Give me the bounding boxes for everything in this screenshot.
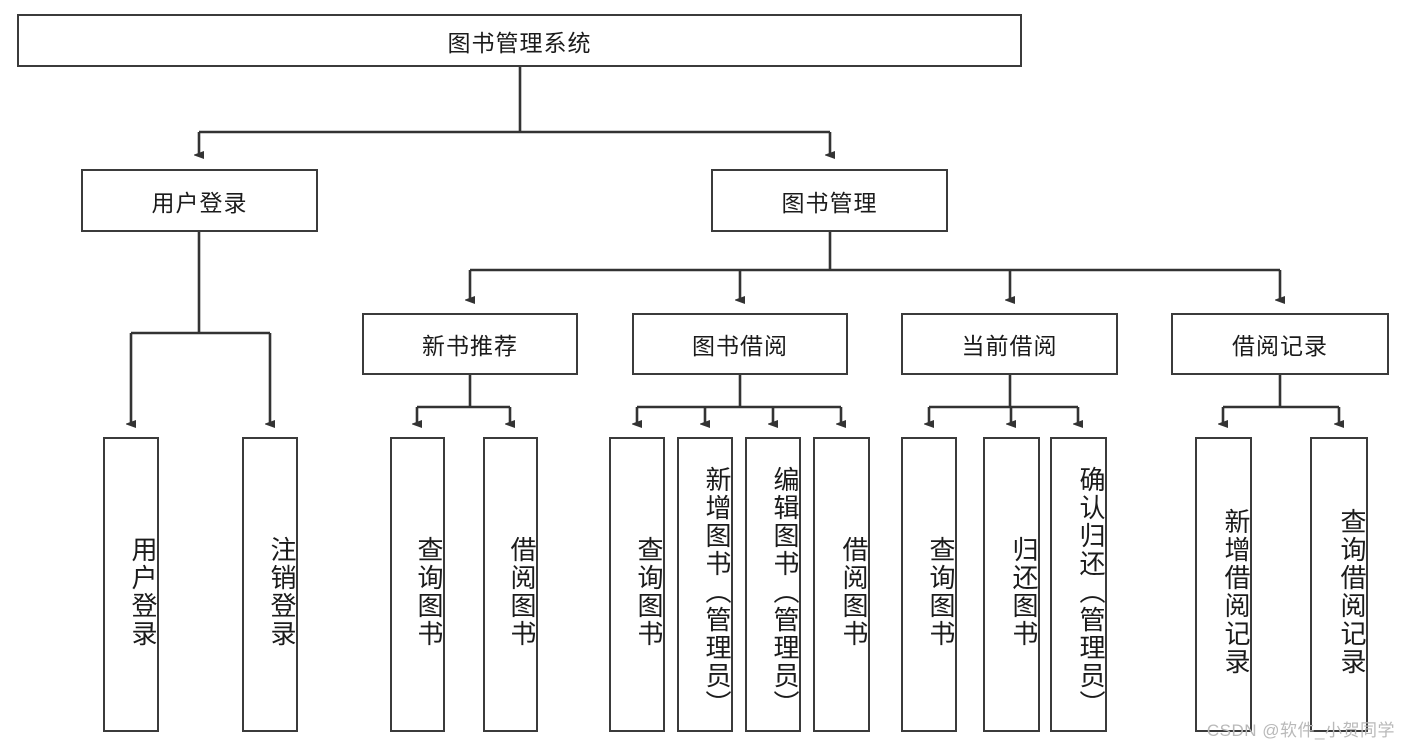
node-leaf-add-record-label: 新增借阅记录: [1221, 507, 1251, 676]
node-borrow-record[interactable]: 借阅记录: [1171, 313, 1389, 375]
node-leaf-query-book-1[interactable]: 查询图书: [390, 437, 445, 732]
node-root-label: 图书管理系统: [447, 29, 592, 56]
node-user-login-label: 用户登录: [151, 189, 248, 216]
node-leaf-return-book[interactable]: 归还图书: [983, 437, 1040, 732]
node-book-manage[interactable]: 图书管理: [711, 169, 948, 232]
node-current-borrow-label: 当前借阅: [961, 333, 1058, 359]
node-leaf-return-book-label: 归还图书: [1009, 535, 1039, 648]
node-leaf-query-book-2[interactable]: 查询图书: [609, 437, 665, 732]
node-borrow-record-label: 借阅记录: [1232, 333, 1328, 359]
node-leaf-user-logout[interactable]: 注销登录: [242, 437, 298, 732]
node-leaf-borrow-book-1-label: 借阅图书: [507, 535, 537, 648]
node-new-book-recommend[interactable]: 新书推荐: [362, 313, 578, 375]
node-leaf-edit-book-label: 编辑图书（管理员）: [770, 465, 800, 718]
node-leaf-borrow-book-2-label: 借阅图书: [839, 535, 869, 648]
node-leaf-borrow-book-1[interactable]: 借阅图书: [483, 437, 538, 732]
node-leaf-add-book[interactable]: 新增图书（管理员）: [677, 437, 733, 732]
node-leaf-add-record[interactable]: 新增借阅记录: [1195, 437, 1252, 732]
node-leaf-confirm-return[interactable]: 确认归还（管理员）: [1050, 437, 1107, 732]
node-book-borrow[interactable]: 图书借阅: [632, 313, 848, 375]
node-leaf-query-book-3-label: 查询图书: [926, 535, 956, 648]
node-leaf-user-login-label: 用户登录: [128, 535, 158, 648]
node-leaf-query-book-2-label: 查询图书: [634, 535, 664, 648]
node-leaf-edit-book[interactable]: 编辑图书（管理员）: [745, 437, 801, 732]
node-leaf-query-book-3[interactable]: 查询图书: [901, 437, 957, 732]
node-leaf-query-record[interactable]: 查询借阅记录: [1310, 437, 1368, 732]
node-leaf-query-record-label: 查询借阅记录: [1337, 507, 1367, 676]
node-leaf-borrow-book-2[interactable]: 借阅图书: [813, 437, 870, 732]
node-leaf-user-logout-label: 注销登录: [267, 535, 297, 648]
node-leaf-query-book-1-label: 查询图书: [414, 535, 444, 648]
node-new-book-recommend-label: 新书推荐: [422, 333, 518, 359]
node-book-manage-label: 图书管理: [781, 189, 878, 216]
node-leaf-add-book-label: 新增图书（管理员）: [702, 465, 732, 718]
node-leaf-confirm-return-label: 确认归还（管理员）: [1076, 465, 1106, 718]
node-root[interactable]: 图书管理系统: [17, 14, 1022, 67]
node-user-login[interactable]: 用户登录: [81, 169, 318, 232]
node-book-borrow-label: 图书借阅: [692, 333, 788, 359]
node-leaf-user-login[interactable]: 用户登录: [103, 437, 159, 732]
node-current-borrow[interactable]: 当前借阅: [901, 313, 1118, 375]
